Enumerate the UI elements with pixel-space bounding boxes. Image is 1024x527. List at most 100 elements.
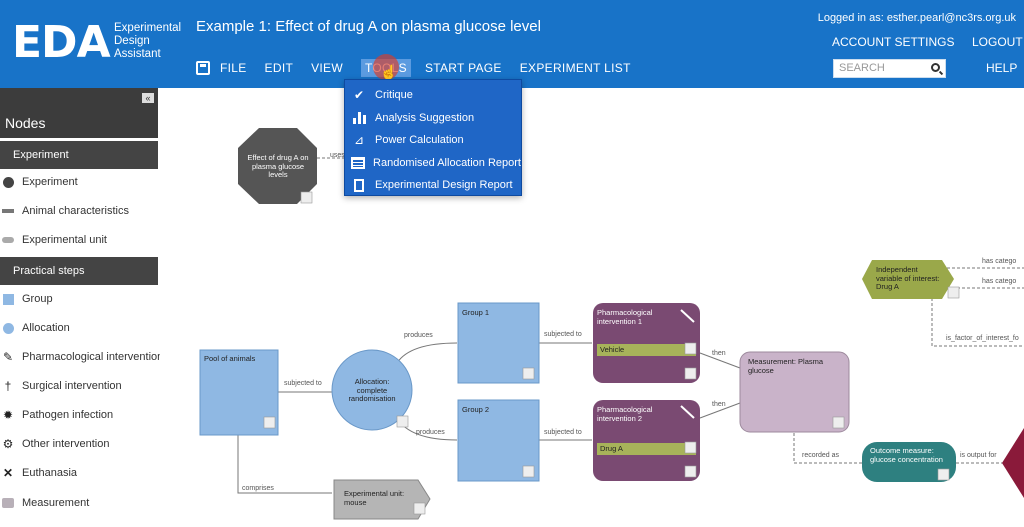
measurement-label: Measurement: Plasma glucose — [748, 357, 824, 375]
nodes-sidebar: Nodes « Experiment Experiment Animal cha… — [0, 88, 163, 527]
node-item-pharmacological-intervention[interactable]: ✎ Pharmacological intervention — [0, 345, 163, 369]
node-pharm-2-druga[interactable] — [597, 443, 696, 455]
node-item-other-intervention[interactable]: ⚙ Other intervention — [0, 432, 158, 456]
menu-edit[interactable]: EDIT — [264, 61, 294, 75]
note-icon[interactable] — [413, 502, 426, 515]
menu-start-page[interactable]: START PAGE — [424, 61, 502, 75]
logout-link[interactable]: LOGOUT — [972, 35, 1023, 49]
cursor-click-indicator — [373, 54, 399, 80]
note-icon[interactable] — [684, 465, 697, 478]
note-icon[interactable] — [947, 286, 960, 299]
edge-is-factor — [931, 293, 1024, 347]
main-menu: FILE EDIT VIEW TOOLS START PAGE EXPERIME… — [196, 58, 649, 78]
search-input[interactable]: SEARCH — [833, 59, 946, 78]
edge-label-subjected-to: subjected to — [284, 380, 322, 387]
menu-item-label: Power Calculation — [375, 134, 464, 147]
bar-icon — [2, 205, 14, 217]
node-allocation[interactable] — [331, 349, 413, 431]
eda-logo[interactable]: EDA — [12, 17, 111, 68]
section-experiment[interactable]: Experiment — [0, 141, 158, 169]
note-icon[interactable] — [522, 367, 535, 380]
node-item-pathogen-infection[interactable]: ✹ Pathogen infection — [0, 403, 158, 427]
node-pharm-1-vehicle[interactable] — [597, 344, 696, 356]
edge-label-uses: uses — [330, 152, 345, 159]
square-icon — [2, 293, 14, 305]
account-settings-link[interactable]: ACCOUNT SETTINGS — [832, 35, 955, 49]
node-item-surgical-intervention[interactable]: † Surgical intervention — [0, 374, 158, 398]
search-placeholder: SEARCH — [839, 62, 885, 74]
tools-dropdown: ✔ Critique Analysis Suggestion ⊿ Power C… — [344, 79, 522, 196]
node-item-animal-characteristics[interactable]: Animal characteristics — [0, 199, 158, 223]
edge-label-comprises: comprises — [242, 485, 274, 492]
syringe-icon — [680, 309, 695, 323]
edge-label-then-2: then — [712, 401, 726, 408]
node-pharm-2[interactable] — [593, 400, 700, 481]
edge-label-has-category-2: has catego — [982, 278, 1017, 285]
menu-item-critique[interactable]: ✔ Critique — [345, 84, 521, 107]
node-item-measurement[interactable]: Measurement — [0, 491, 158, 515]
note-icon[interactable] — [522, 465, 535, 478]
node-item-label: Surgical intervention — [22, 380, 122, 392]
menu-item-randomised-allocation-report[interactable]: Randomised Allocation Report — [345, 152, 521, 175]
node-item-allocation[interactable]: Allocation — [0, 316, 158, 340]
edge-label-is-factor: is_factor_of_interest_fo — [946, 335, 1019, 342]
help-link[interactable]: HELP — [986, 61, 1018, 75]
node-item-label: Pharmacological intervention — [22, 351, 164, 363]
diagram-canvas[interactable]: Effect of drug A on plasma glucose level… — [160, 88, 1024, 527]
node-measurement[interactable] — [739, 351, 850, 433]
logo-sub-line: Assistant — [114, 48, 161, 60]
pharm1-label: Pharmacological intervention 1 — [597, 308, 653, 326]
collapse-icon[interactable]: « — [142, 93, 154, 103]
node-item-label: Experiment — [22, 176, 78, 188]
menu-item-analysis-suggestion[interactable]: Analysis Suggestion — [345, 107, 521, 130]
menu-file[interactable]: FILE — [220, 61, 247, 75]
node-item-label: Other intervention — [22, 438, 110, 450]
node-item-experiment[interactable]: Experiment — [0, 170, 158, 194]
section-practical-steps[interactable]: Practical steps — [0, 257, 158, 285]
note-icon[interactable] — [396, 415, 409, 428]
pill-icon — [2, 234, 14, 246]
menu-item-label: Analysis Suggestion — [375, 111, 475, 124]
search-icon[interactable] — [931, 63, 940, 72]
node-item-label: Animal characteristics — [22, 205, 129, 217]
pathogen-icon: ✹ — [2, 408, 14, 422]
note-icon[interactable] — [684, 441, 697, 454]
node-experiment[interactable] — [238, 128, 317, 204]
menu-item-power-calculation[interactable]: ⊿ Power Calculation — [345, 129, 521, 152]
note-icon[interactable] — [832, 416, 845, 429]
cross-icon: ✕ — [2, 466, 14, 480]
allocation-label: Allocation: complete randomisation — [348, 377, 396, 403]
node-item-experimental-unit[interactable]: Experimental unit — [0, 228, 158, 252]
note-icon[interactable] — [263, 416, 276, 429]
note-icon[interactable] — [684, 342, 697, 355]
logo-subtitle: Experimental Design Assistant — [114, 22, 194, 61]
logged-in-status: Logged in as: esther.pearl@nc3rs.org.uk — [817, 12, 1016, 24]
node-offscreen-red[interactable] — [1002, 428, 1024, 498]
note-icon[interactable] — [300, 191, 313, 204]
note-icon[interactable] — [937, 468, 950, 481]
menu-view[interactable]: VIEW — [311, 61, 343, 75]
node-outcome-measure[interactable] — [862, 442, 956, 482]
syringe-icon — [680, 405, 695, 419]
node-independent-variable[interactable] — [862, 260, 954, 299]
indep-label: Independent variable of interest: Drug A — [876, 265, 940, 291]
edge-label-recorded-as: recorded as — [802, 452, 839, 459]
group1-label: Group 1 — [462, 308, 490, 317]
report-icon — [351, 178, 367, 192]
menu-experiment-list[interactable]: EXPERIMENT LIST — [519, 61, 631, 75]
node-item-label: Pathogen infection — [22, 409, 114, 421]
node-item-euthanasia[interactable]: ✕ Euthanasia — [0, 461, 158, 485]
node-pharm-1[interactable] — [593, 303, 700, 383]
node-item-label: Euthanasia — [22, 467, 78, 479]
node-item-group[interactable]: Group — [0, 287, 158, 311]
circle-icon — [2, 322, 14, 334]
menu-item-experimental-design-report[interactable]: Experimental Design Report — [345, 174, 521, 197]
save-icon[interactable] — [196, 61, 210, 75]
top-header: EDA Experimental Design Assistant Exampl… — [0, 0, 1024, 88]
edge-recorded-as — [793, 433, 862, 464]
unit-label: Experimental unit: mouse — [344, 489, 405, 507]
pharm2-label: Pharmacological intervention 2 — [597, 405, 653, 423]
edge-label-subjected-to-2: subjected to — [544, 429, 582, 436]
note-icon[interactable] — [684, 367, 697, 380]
